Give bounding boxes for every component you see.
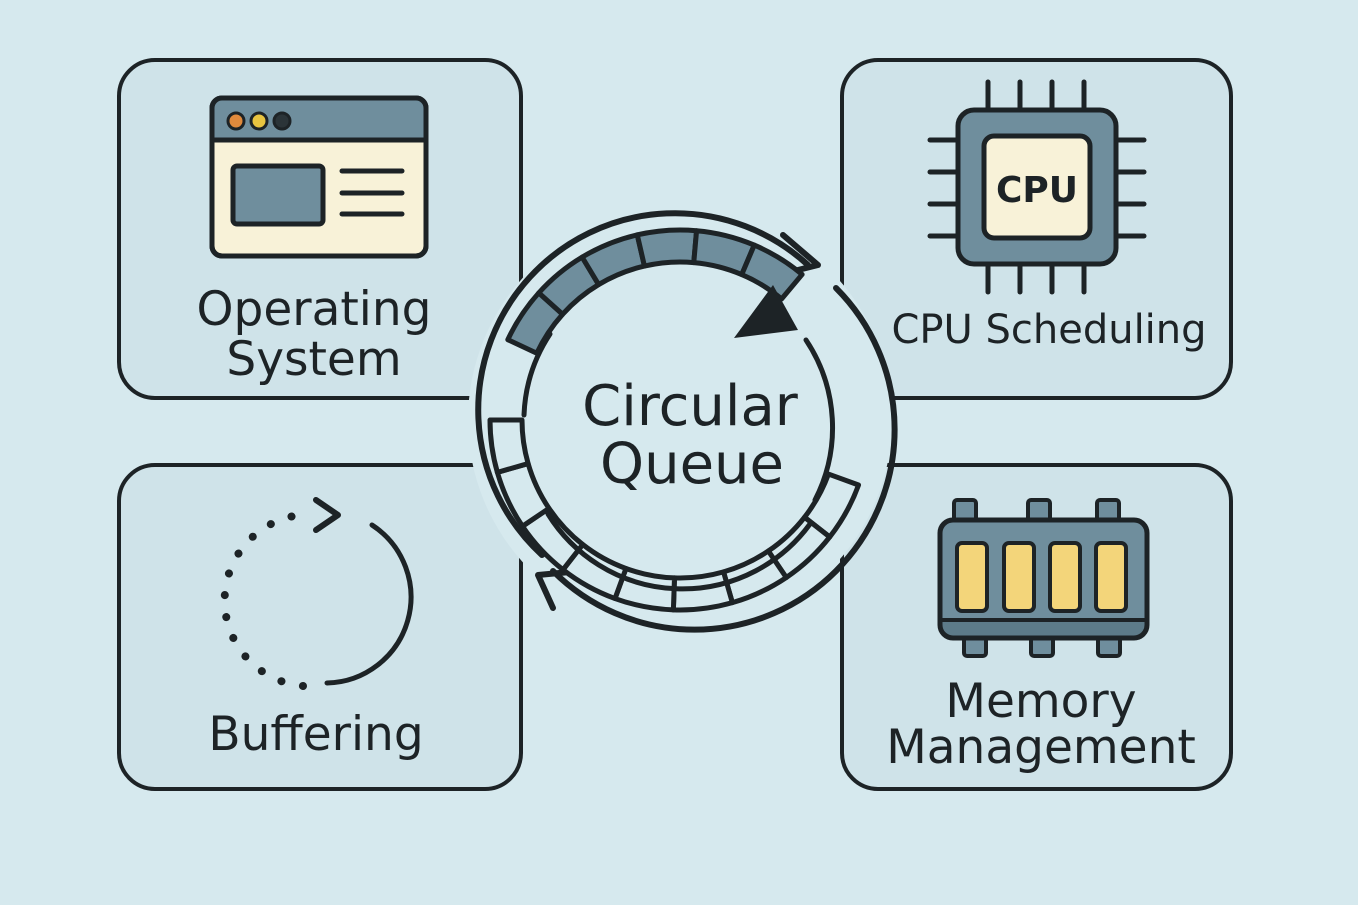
- os-label-line1: Operating: [197, 282, 432, 337]
- outer-cycle-arc-left: [475, 210, 811, 558]
- memory-label-line1: Memory: [945, 674, 1136, 729]
- browser-window-icon: [209, 95, 429, 259]
- queue-slot: [487, 417, 531, 475]
- center-title-line2: Queue: [600, 432, 784, 497]
- card-cpu-scheduling: CPU CPU Scheduling: [840, 58, 1233, 400]
- card-buffering: Buffering: [117, 463, 523, 791]
- cpu-label: CPU Scheduling: [891, 307, 1206, 353]
- os-label-line2: System: [226, 332, 401, 387]
- queue-slot: [634, 227, 700, 269]
- cycle-arrowhead-bottom-left: [535, 569, 573, 611]
- center-title-line1: Circular: [582, 374, 799, 439]
- memory-module-icon: [937, 498, 1150, 658]
- queue-pointer-arrow-icon: [734, 285, 798, 338]
- card-operating-system: Operating System: [117, 58, 523, 400]
- dotted-cycle-arrow-icon: [220, 497, 414, 690]
- cpu-chip-text: CPU: [996, 170, 1078, 211]
- memory-label-line2: Management: [886, 720, 1196, 775]
- card-memory-management: Memory Management: [840, 463, 1233, 791]
- queue-slot: [739, 242, 805, 302]
- circular-queue-ring: Circular Queue: [468, 208, 898, 633]
- cpu-chip-icon: CPU: [927, 79, 1147, 295]
- outer-cycle-arc-right: [550, 285, 898, 633]
- buffering-label: Buffering: [208, 707, 423, 762]
